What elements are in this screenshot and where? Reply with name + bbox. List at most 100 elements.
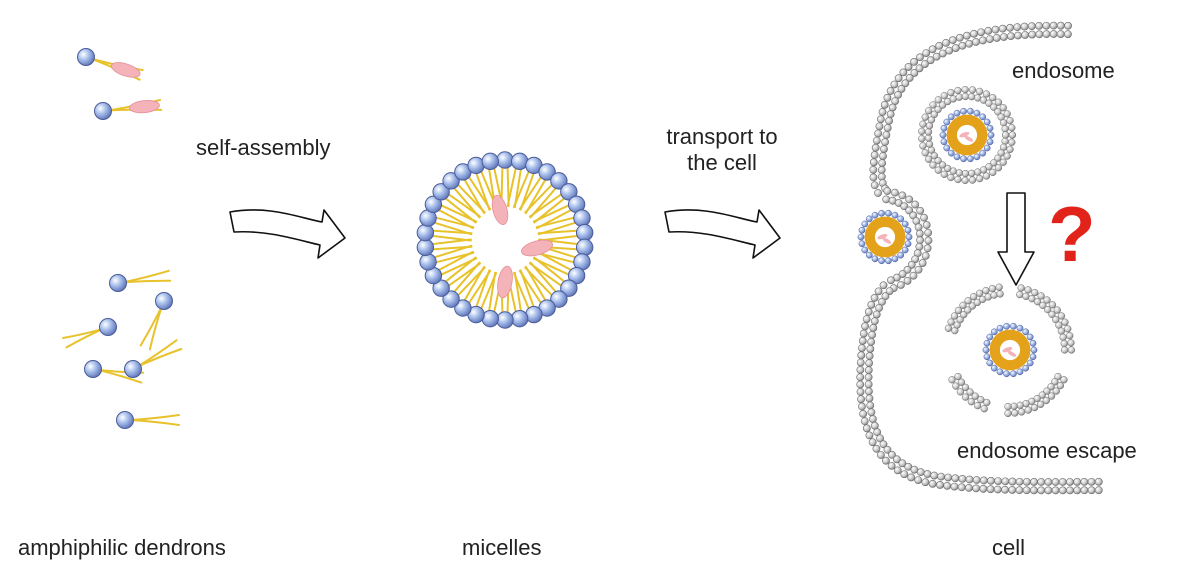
micelle-head <box>986 333 994 341</box>
micelle-tail <box>435 251 475 264</box>
micelle-tail <box>432 234 472 242</box>
membrane-bead <box>973 401 982 410</box>
membrane-bead <box>925 140 934 148</box>
membrane-bead <box>989 168 997 177</box>
membrane-bead <box>893 466 902 475</box>
dendron-tail <box>130 414 180 421</box>
membrane-bead <box>1047 383 1055 391</box>
micelle-head <box>550 290 568 308</box>
membrane-bead <box>994 154 1002 162</box>
micelle-head <box>891 211 899 219</box>
membrane-bead <box>924 128 933 136</box>
membrane-bead <box>934 96 942 104</box>
membrane-bead <box>1017 408 1026 416</box>
membrane-bead <box>982 286 990 295</box>
micelle-head <box>424 195 443 214</box>
micelle-tail <box>528 193 562 218</box>
membrane-bead <box>922 49 931 57</box>
micelle-head <box>939 131 947 139</box>
membrane-bead <box>942 38 950 47</box>
membrane-bead <box>993 485 1002 494</box>
membrane-bead <box>888 450 896 459</box>
membrane-bead <box>1035 30 1044 39</box>
membrane-bead <box>1008 131 1017 139</box>
micelle-head <box>858 240 866 248</box>
membrane-bead <box>898 270 907 278</box>
micelle-head <box>947 113 955 121</box>
membrane-bead <box>910 58 919 66</box>
membrane-bead <box>864 380 873 389</box>
membrane-bead <box>918 127 926 135</box>
micelle-head <box>496 311 514 329</box>
dendron-head <box>124 360 142 378</box>
membrane-bead <box>954 175 962 184</box>
micelle-head <box>510 309 529 328</box>
membrane-bead <box>1006 23 1014 32</box>
micelle-tail <box>457 266 486 296</box>
membrane-bead <box>934 156 942 165</box>
membrane-bead <box>943 481 952 490</box>
micelle-head <box>878 257 885 265</box>
membrane-bead <box>903 265 912 274</box>
dendron-tail <box>97 369 143 384</box>
micelle-head <box>538 163 556 181</box>
membrane-bead <box>864 373 873 382</box>
micelle-head <box>575 223 594 242</box>
membrane-bead <box>983 398 991 407</box>
membrane-bead <box>1016 401 1024 409</box>
membrane-bead <box>872 310 881 319</box>
membrane-bead <box>951 474 960 483</box>
drug-cargo <box>1007 350 1017 357</box>
micelle-head <box>432 183 450 201</box>
micelle-head <box>575 238 594 257</box>
drug-cargo <box>882 237 892 244</box>
membrane-bead <box>955 93 963 101</box>
membrane-bead <box>961 383 970 392</box>
micelle-head <box>419 253 437 271</box>
drug-cargo <box>521 239 553 257</box>
membrane-bead <box>999 119 1008 127</box>
membrane-bead <box>1027 22 1036 31</box>
drug-cargo <box>964 135 974 142</box>
membrane-bead <box>1043 296 1051 304</box>
micelle-head <box>897 215 905 223</box>
membrane-bead <box>1060 346 1069 354</box>
micelle-head <box>454 299 472 317</box>
membrane-bead <box>1052 387 1060 395</box>
membrane-bead <box>1011 409 1019 417</box>
membrane-bead <box>990 291 998 299</box>
membrane-bead <box>882 456 890 465</box>
question-mark: ? <box>1048 190 1096 278</box>
membrane-bead <box>1067 339 1075 347</box>
micelle-head <box>983 353 991 361</box>
membrane-bead <box>897 281 905 289</box>
membrane-bead <box>910 465 919 474</box>
membrane-bead <box>870 151 879 159</box>
membrane-bead <box>1030 403 1039 412</box>
membrane-bead <box>1051 478 1060 486</box>
membrane-bead <box>998 24 1007 33</box>
membrane-bead <box>1044 305 1052 314</box>
membrane-bead <box>964 306 972 314</box>
micelle-head <box>1030 346 1038 354</box>
micelle-head <box>982 346 990 354</box>
membrane-bead <box>923 470 932 478</box>
membrane-bead <box>921 251 930 260</box>
membrane-bead <box>1056 381 1065 390</box>
membrane-bead <box>868 330 877 339</box>
membrane-bead <box>929 101 937 109</box>
drug-cargo <box>959 131 970 138</box>
membrane-bead <box>945 46 954 55</box>
dendron <box>77 48 144 81</box>
dendron <box>116 411 180 429</box>
membrane-bead <box>960 311 968 319</box>
micelle-head <box>550 172 568 190</box>
membrane-bead <box>1037 400 1045 408</box>
micelle-head <box>947 149 955 157</box>
membrane-bead <box>904 63 913 71</box>
membrane-bead <box>903 276 912 285</box>
membrane-bead <box>1003 152 1011 160</box>
membrane-bead <box>1057 327 1066 335</box>
membrane-bead <box>986 485 995 494</box>
dendron-head <box>109 274 127 292</box>
